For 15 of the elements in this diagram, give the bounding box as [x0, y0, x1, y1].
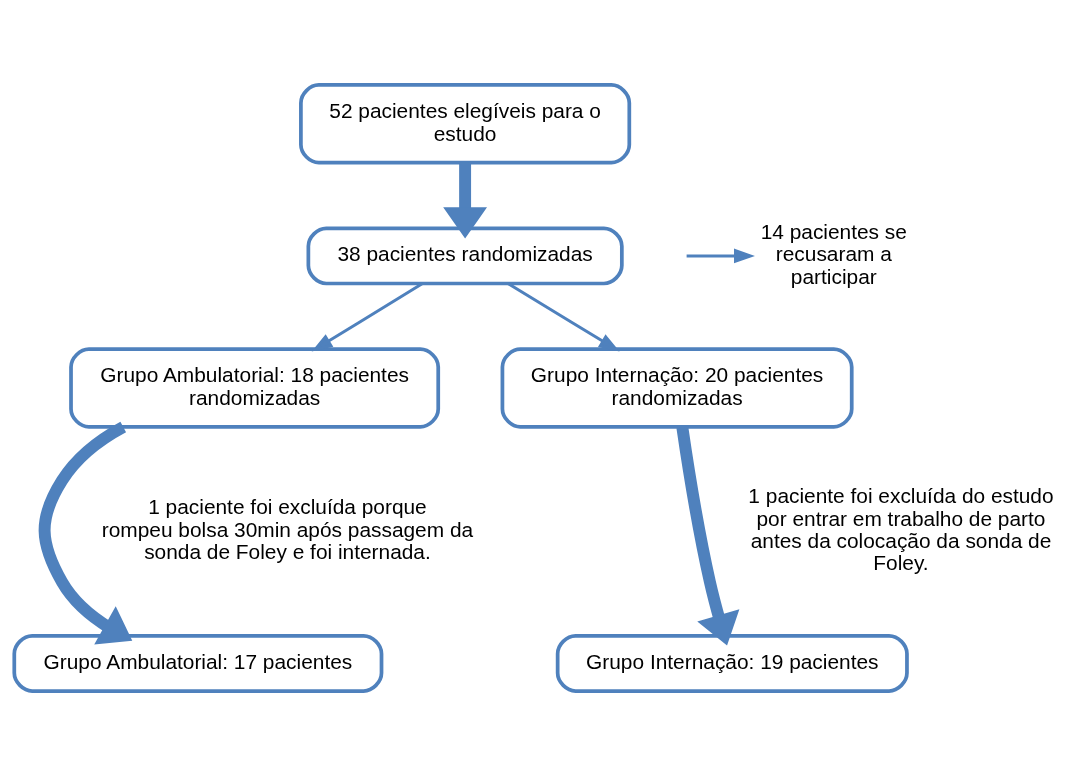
node-box: Grupo Ambulatorial: 17 pacientes: [12, 633, 384, 693]
node-box: Grupo Ambulatorial: 18 pacientes randomizadas: [69, 347, 441, 429]
label: 1 paciente foi excluída porque rompeu bolsa 30min após passagem da sonda de Foley e foi internada.: [101, 495, 474, 564]
arrow: [443, 162, 487, 239]
node-box: 38 pacientes randomizadas: [306, 226, 624, 286]
node-box: Grupo Internação: 20 pacientes randomizadas: [500, 347, 854, 429]
arrow: [38, 421, 133, 645]
node-text: 14 pacientes se recusaram a participar: [760, 220, 907, 288]
arrow: [676, 426, 740, 646]
arrow: [507, 282, 620, 352]
label: 1 paciente foi excluída do estudo por entrar em trabalho de parto antes da colocação da sonda de Foley.: [748, 484, 1054, 575]
node-box: 52 pacientes elegíveis para o estudo: [299, 83, 632, 165]
node-box: Grupo Internação: 19 pacientes: [555, 633, 909, 693]
arrow: [686, 248, 755, 264]
arrow: [311, 282, 424, 352]
